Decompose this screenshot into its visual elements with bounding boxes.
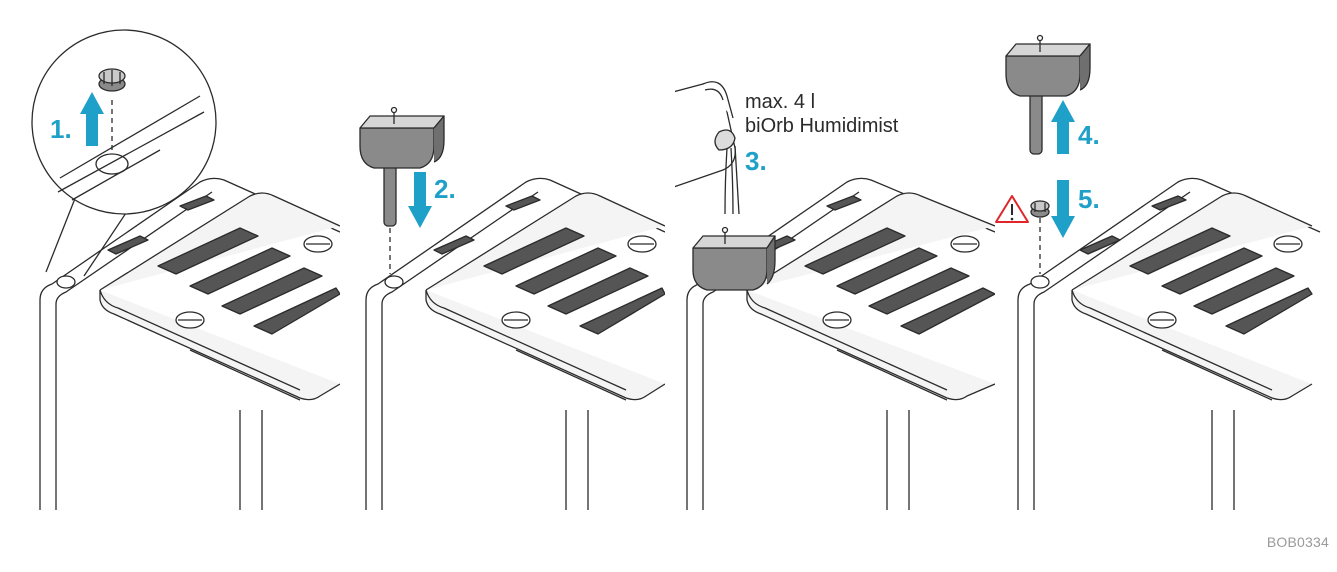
vent-grilles — [754, 195, 995, 335]
panel-step-3: 3. max. 4 l biOrb Humidimist — [675, 0, 995, 520]
vent-grilles — [107, 195, 340, 335]
funnel — [692, 226, 776, 291]
capacity-note-line-1: max. 4 l — [745, 91, 816, 113]
funnel — [1005, 34, 1091, 155]
plug-cap — [98, 68, 126, 92]
lid-screws — [175, 235, 333, 329]
step-4-label: 4. — [1078, 120, 1100, 150]
vent-grilles — [1079, 195, 1313, 335]
arrow-down-icon — [408, 172, 432, 228]
step-2-label: 2. — [434, 174, 456, 204]
arrow-down-icon — [1051, 180, 1075, 238]
aquarium-drawing — [995, 34, 1321, 510]
reference-code: BOB0334 — [1266, 534, 1329, 550]
plug-cap — [1030, 200, 1050, 218]
water-bottle — [675, 81, 740, 215]
magnifier-callout — [31, 29, 217, 277]
lid-screws — [501, 235, 657, 329]
aquarium-drawing — [675, 81, 995, 510]
funnel — [359, 106, 445, 274]
arrow-up-icon — [1051, 100, 1075, 154]
panel-step-4-5: 4. 5. — [990, 0, 1337, 520]
panel-step-1: 1. — [0, 0, 340, 520]
panel-step-2: 2. — [350, 0, 665, 520]
aquarium-drawing — [31, 29, 340, 510]
warning-triangle-icon — [995, 195, 1029, 223]
capacity-note-line-2: biOrb Humidimist — [745, 115, 899, 137]
step-1-label: 1. — [50, 114, 72, 144]
lid-screws — [822, 235, 980, 329]
step-3-label: 3. — [745, 146, 767, 176]
arrow-up-icon — [80, 92, 104, 146]
vent-grilles — [433, 195, 665, 335]
aquarium-drawing — [359, 106, 665, 510]
lid-screws — [1147, 235, 1303, 329]
step-5-label: 5. — [1078, 184, 1100, 214]
